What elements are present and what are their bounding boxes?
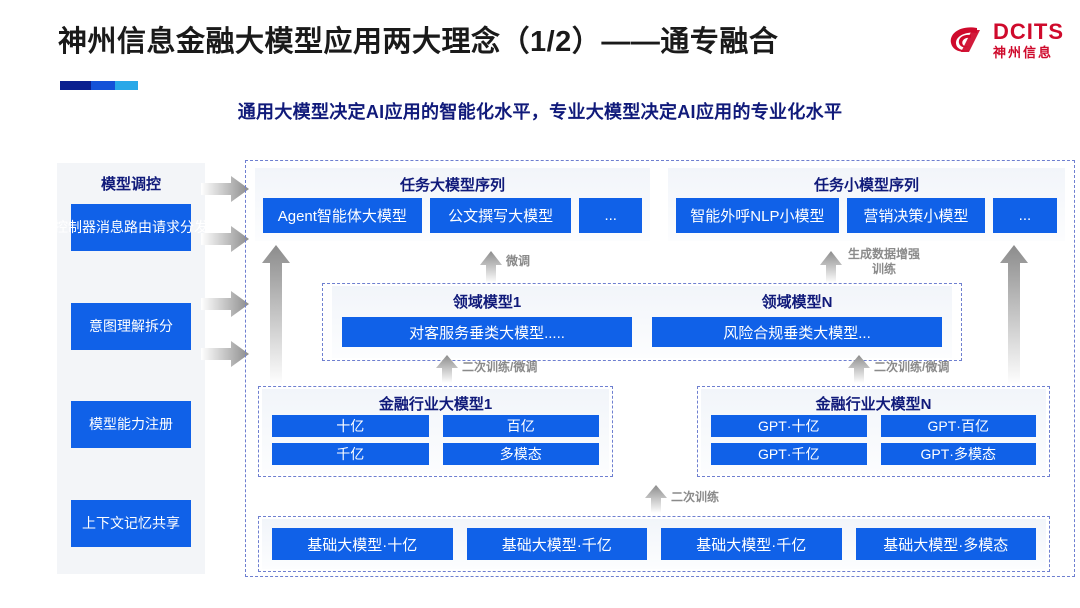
domain-column-n: 领域模型N 风险合规垂类大模型... <box>652 291 942 347</box>
task-small-title: 任务小模型序列 <box>813 177 919 194</box>
title-accent-bar <box>60 81 138 90</box>
flow-arrow-data-aug-icon <box>820 251 842 283</box>
sidebar-item-capability-register[interactable]: 模型能力注册 <box>71 401 191 448</box>
flow-label-data-aug: 生成数据增强 训练 <box>848 247 921 276</box>
base-chip-row: 基础大模型·十亿 基础大模型·千亿 基础大模型·千亿 基础大模型·多模态 <box>272 528 1036 560</box>
task-small-chip-row: 智能外呼NLP小模型 营销决策小模型 ... <box>676 198 1057 233</box>
domain-chip-customer-service[interactable]: 对客服务垂类大模型..... <box>342 317 632 347</box>
base-chip-trillion[interactable]: 基础大模型·千亿 <box>661 528 842 560</box>
sidebar-arrow-4-icon <box>201 341 249 367</box>
task-big-model-panel: 任务大模型序列 Agent智能体大模型 公文撰写大模型 ... <box>255 168 650 241</box>
finance-panel-1: 金融行业大模型1 十亿 百亿 千亿 多模态 <box>262 389 609 474</box>
sidebar-item-context-memory[interactable]: 上下文记忆共享 <box>71 500 191 547</box>
domain-layer-panel: 领域模型1 对客服务垂类大模型..... 领域模型N 风险合规垂类大模型... <box>332 286 952 358</box>
flow-arrow-finetune-icon <box>480 251 502 283</box>
accent-segment-1 <box>60 81 92 90</box>
domain-title-n: 领域模型N <box>761 294 833 311</box>
flow-arrow-left-tall-icon <box>262 245 290 385</box>
sidebar-model-control: 模型调控 控制器消息路由请求分发 意图理解拆分 模型能力注册 上下文记忆共享 <box>54 163 208 574</box>
base-chip-billion[interactable]: 基础大模型·十亿 <box>272 528 453 560</box>
finance-layer-frame-n <box>697 386 1050 477</box>
base-layer-frame <box>258 516 1050 572</box>
finance-chip-1-billion[interactable]: 十亿 <box>272 415 429 437</box>
company-logo: DCITS 神州信息 <box>947 20 1064 60</box>
logo-text-en: DCITS <box>993 19 1064 44</box>
finance-chip-n-gpt-billion[interactable]: GPT·十亿 <box>711 415 867 437</box>
dcits-swirl-icon <box>950 27 980 52</box>
sidebar-title: 模型调控 <box>100 176 161 193</box>
finance-chip-1-tenbillion[interactable]: 百亿 <box>442 415 599 437</box>
finance-title-n: 金融行业大模型N <box>815 396 932 413</box>
flow-label-retrain-left: 二次训练/微调 <box>462 360 538 374</box>
domain-layer-frame <box>322 283 962 361</box>
accent-segment-3 <box>114 81 138 90</box>
flow-arrow-retrain-left-icon <box>436 355 458 383</box>
sidebar-arrow-2-icon <box>201 226 249 252</box>
page-title: 神州信息金融大模型应用两大理念（1/2）——通专融合 <box>58 26 779 58</box>
task-big-chip-row: Agent智能体大模型 公文撰写大模型 ... <box>263 198 642 233</box>
task-big-title: 任务大模型序列 <box>399 177 505 194</box>
finance-chip-grid-1: 十亿 百亿 千亿 多模态 <box>272 415 599 465</box>
flow-label-retrain-base: 二次训练 <box>671 490 720 504</box>
domain-column-1: 领域模型1 对客服务垂类大模型..... <box>342 291 632 347</box>
domain-title-1: 领域模型1 <box>452 294 522 311</box>
diagram-outer-frame <box>245 160 1075 577</box>
domain-chip-risk-compliance[interactable]: 风险合规垂类大模型... <box>652 317 942 347</box>
flow-label-finetune: 微调 <box>506 254 531 268</box>
sidebar-item-controller-routing[interactable]: 控制器消息路由请求分发 <box>54 204 208 251</box>
finance-layer-frame-1 <box>258 386 613 477</box>
task-chip-more[interactable]: ... <box>579 198 642 233</box>
finance-chip-n-gpt-tenbillion[interactable]: GPT·百亿 <box>880 415 1036 437</box>
accent-segment-2 <box>91 81 115 90</box>
flow-arrow-right-tall-icon <box>1000 245 1028 385</box>
finance-chip-n-gpt-multimodal[interactable]: GPT·多模态 <box>880 443 1036 465</box>
flow-arrow-retrain-right-icon <box>848 355 870 383</box>
finance-panel-n: 金融行业大模型N GPT·十亿 GPT·百亿 GPT·千亿 GPT·多模态 <box>701 389 1046 474</box>
task-chip-doc-writing[interactable]: 公文撰写大模型 <box>429 198 572 233</box>
task-chip-marketing-decision[interactable]: 营销决策小模型 <box>846 198 985 233</box>
page-subtitle: 通用大模型决定AI应用的智能化水平，专业大模型决定AI应用的专业化水平 <box>237 102 843 122</box>
task-chip-nlp-outbound[interactable]: 智能外呼NLP小模型 <box>676 198 839 233</box>
flow-arrow-retrain-base-icon <box>645 485 667 513</box>
task-chip-more-small[interactable]: ... <box>992 198 1057 233</box>
finance-title-1: 金融行业大模型1 <box>378 396 493 413</box>
flow-label-retrain-right: 二次训练/微调 <box>874 360 950 374</box>
sidebar-item-intent-parsing[interactable]: 意图理解拆分 <box>71 303 191 350</box>
task-small-model-panel: 任务小模型序列 智能外呼NLP小模型 营销决策小模型 ... <box>668 168 1065 241</box>
sidebar-arrow-1-icon <box>201 176 249 202</box>
finance-chip-n-gpt-hundredbillion[interactable]: GPT·千亿 <box>711 443 867 465</box>
task-chip-agent[interactable]: Agent智能体大模型 <box>263 198 422 233</box>
finance-chip-1-hundredbillion[interactable]: 千亿 <box>272 443 429 465</box>
sidebar-arrow-3-icon <box>201 291 249 317</box>
base-layer-panel: 基础大模型·十亿 基础大模型·千亿 基础大模型·千亿 基础大模型·多模态 <box>262 519 1046 569</box>
base-chip-multimodal[interactable]: 基础大模型·多模态 <box>855 528 1036 560</box>
logo-text-cn: 神州信息 <box>993 45 1054 60</box>
finance-chip-1-multimodal[interactable]: 多模态 <box>442 443 599 465</box>
base-chip-hundredbillion[interactable]: 基础大模型·千亿 <box>466 528 647 560</box>
finance-chip-grid-n: GPT·十亿 GPT·百亿 GPT·千亿 GPT·多模态 <box>711 415 1036 465</box>
